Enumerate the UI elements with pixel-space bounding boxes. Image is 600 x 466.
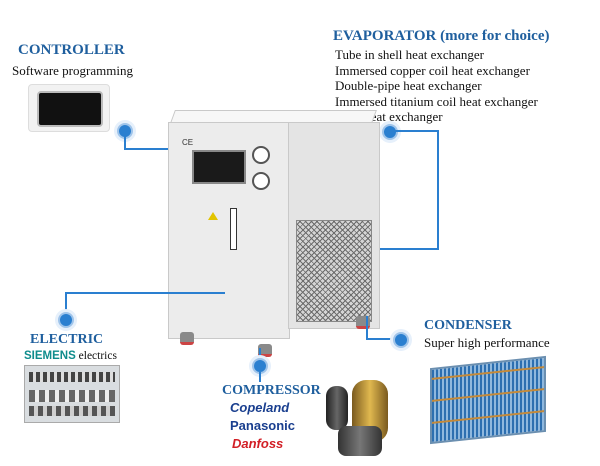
- pressure-gauge-icon: [252, 146, 270, 164]
- level-window: [230, 208, 237, 250]
- condenser-marker: [393, 332, 409, 348]
- evaporator-item: Immersed titanium coil heat exchanger: [335, 93, 538, 109]
- caster-wheel: [258, 344, 272, 357]
- compressor-image: [322, 372, 392, 460]
- evaporator-item: Immersed copper coil heat exchanger: [335, 62, 530, 78]
- chiller-vent: [296, 220, 372, 322]
- evaporator-title: EVAPORATOR (more for choice): [333, 28, 550, 44]
- condenser-image: [430, 355, 546, 445]
- copeland-logo: Copeland: [230, 400, 290, 415]
- controller-image: [28, 84, 110, 132]
- ce-mark: CE: [182, 138, 194, 147]
- electric-caption: SIEMENS electrics: [24, 350, 117, 362]
- chiller-unit: CE: [168, 110, 380, 357]
- condenser-title: CONDENSER: [424, 318, 512, 333]
- control-panel-display: [192, 150, 246, 184]
- evaporator-item: Double-pipe heat exchanger: [335, 78, 482, 93]
- electric-marker: [58, 312, 74, 328]
- siemens-logo: SIEMENS: [24, 350, 76, 362]
- evaporator-item: Tube in shell heat exchanger: [335, 47, 484, 62]
- danfoss-logo: Danfoss: [232, 436, 284, 451]
- pressure-gauge-icon: [252, 172, 270, 190]
- warning-sign-icon: [208, 212, 218, 220]
- compressor-title: COMPRESSOR: [222, 383, 321, 398]
- caster-wheel: [180, 332, 194, 345]
- condenser-subtitle: Super high performance: [424, 335, 550, 350]
- electric-cabinet-image: [24, 365, 120, 423]
- evaporator-marker: [382, 124, 398, 140]
- panasonic-logo: Panasonic: [230, 418, 296, 433]
- controller-title: CONTROLLER: [18, 42, 125, 58]
- controller-subtitle: Software programming: [12, 63, 133, 78]
- electric-title: ELECTRIC: [30, 332, 104, 347]
